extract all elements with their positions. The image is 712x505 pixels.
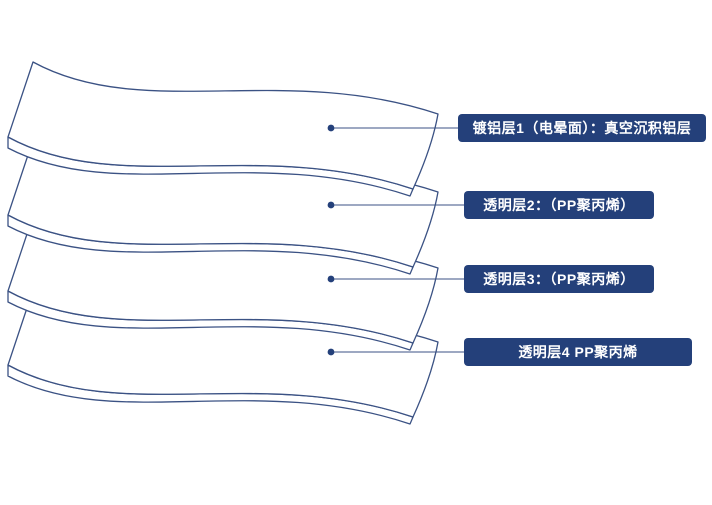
- leader-dot-3: [327, 275, 335, 283]
- leader-dot-1: [327, 124, 335, 132]
- layer-label-3: 透明层3：（PP聚丙烯）: [464, 265, 654, 293]
- layer-label-1: 镀铝层1（电晕面）：真空沉积铝层: [458, 114, 706, 142]
- layer-label-4: 透明层4 PP聚丙烯: [464, 338, 692, 366]
- leader-dot-4: [327, 348, 335, 356]
- layer-label-2: 透明层2：（PP聚丙烯）: [464, 191, 654, 219]
- leader-dot-2: [327, 201, 335, 209]
